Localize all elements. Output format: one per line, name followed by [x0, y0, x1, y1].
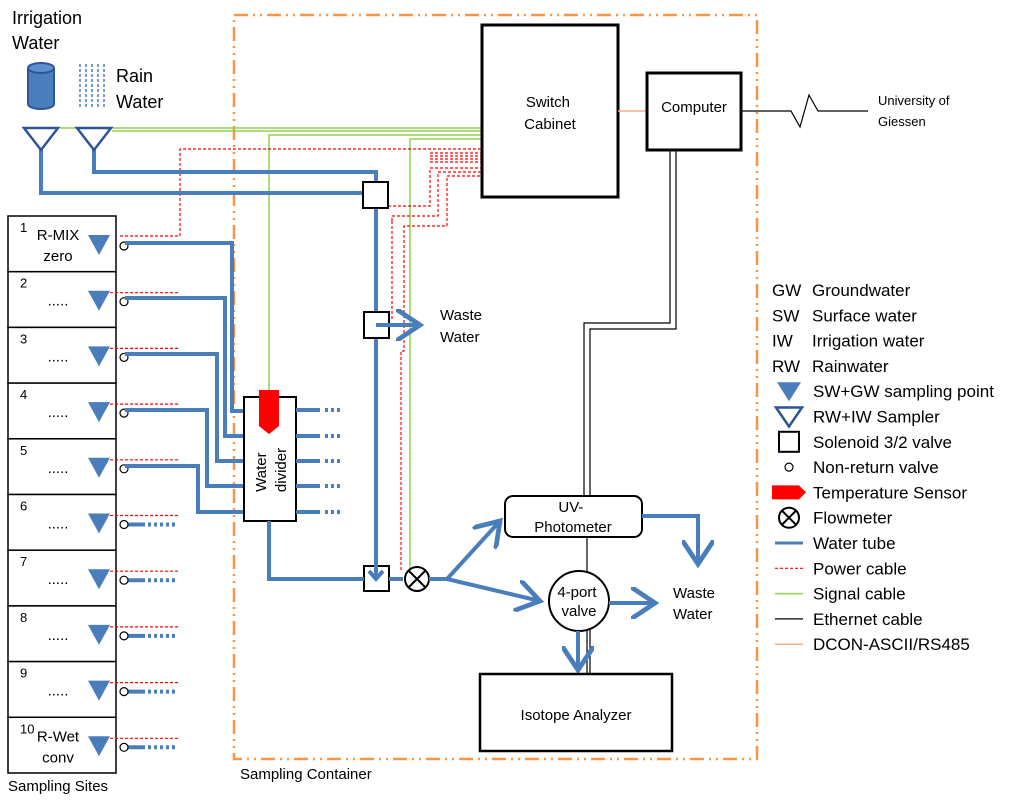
legend-label: Solenoid 3/2 valve	[813, 433, 952, 452]
sampling-site-label: .....	[48, 348, 69, 365]
legend-abbr-text: Irrigation water	[812, 332, 925, 351]
open-triangle-icon	[773, 406, 805, 429]
non-return-valve-icon	[119, 631, 129, 641]
sampling-container-caption: Sampling Container	[240, 766, 372, 783]
sampling-point-icon	[88, 513, 110, 534]
irrigation-water-label: Irrigation Water	[12, 8, 87, 53]
sampling-site[interactable]: 3.....	[7, 326, 180, 384]
sampling-container-border	[232, 13, 759, 761]
sampling-site-label: .....	[48, 404, 69, 421]
rain-icon	[79, 64, 105, 108]
switch-cabinet[interactable]	[480, 23, 620, 199]
university-label: University of Giessen	[878, 93, 953, 129]
sampling-site-label: .....	[48, 571, 69, 588]
legend-label: Non-return valve	[813, 458, 939, 477]
legend-abbr-text: Groundwater	[812, 281, 911, 300]
sampling-point-icon	[88, 569, 110, 590]
non-return-valve-icon	[119, 519, 129, 530]
sampling-site[interactable]: 2.....	[7, 270, 180, 329]
rain-sampler-icon	[74, 126, 114, 153]
sampling-site-number: 10	[20, 721, 34, 736]
circle-x-icon	[778, 506, 800, 529]
sampling-point-icon	[88, 290, 110, 311]
sampling-site-label: .....	[48, 293, 69, 310]
solenoid-valve-1[interactable]	[362, 181, 389, 209]
sampling-site[interactable]: 8.....	[7, 605, 180, 663]
legend-abbr-text: Surface water	[812, 306, 917, 325]
sampling-site-label: .....	[48, 516, 69, 533]
sampling-site-label: .....	[48, 460, 69, 477]
legend-abbr: RW	[772, 357, 800, 376]
legend-abbr: SW	[772, 306, 799, 325]
temperature-sensor-icon	[259, 390, 279, 434]
square-icon	[778, 430, 800, 453]
legend-abbr: IW	[772, 332, 793, 351]
sampling-point-icon	[88, 402, 110, 423]
legend-label: Power cable	[813, 559, 907, 578]
sampling-site[interactable]: 4.....	[7, 382, 180, 440]
sampling-site-number: 4	[20, 387, 27, 402]
irrigation-water-tank-icon	[27, 62, 55, 110]
isotope-analyzer[interactable]	[478, 672, 674, 753]
legend-abbr-text: Rainwater	[812, 357, 889, 376]
small-circle-icon	[784, 462, 794, 472]
water-divider-outputs	[296, 408, 340, 514]
legend-label: Temperature Sensor	[813, 483, 967, 502]
sampling-point-icon	[88, 346, 110, 367]
sampling-site[interactable]: 9.....	[7, 660, 180, 719]
red-pentagon-icon	[772, 485, 806, 500]
sampling-point-icon	[88, 235, 110, 255]
rain-water-label: Rain Water	[116, 66, 163, 112]
sampling-point-icon	[88, 736, 110, 757]
sampling-sites-caption: Sampling Sites	[8, 778, 108, 795]
legend-abbr: GW	[772, 281, 801, 300]
non-return-valve-icon	[119, 575, 129, 585]
legend-label: Water tube	[813, 534, 896, 553]
sampling-point-icon	[88, 624, 110, 645]
four-port-valve[interactable]	[548, 570, 610, 632]
waste-water-label-1: Waste Water	[440, 307, 486, 346]
irrigation-sampler-icon	[21, 126, 61, 153]
legend-label: Ethernet cable	[813, 610, 923, 629]
legend-label: RW+IW Sampler	[813, 408, 940, 427]
four-port-valve-label: 4-port valve	[557, 584, 600, 620]
legend-label: Flowmeter	[813, 509, 893, 528]
sampling-site-number: 1	[20, 220, 27, 235]
waste-water-label-2: Waste Water	[673, 585, 719, 623]
filled-triangle-icon	[777, 382, 801, 402]
computer-label: Computer	[661, 99, 727, 116]
switch-cabinet-label: Switch Cabinet	[524, 94, 577, 133]
non-return-valve-icon	[119, 742, 129, 752]
sampling-site-number: 2	[20, 276, 27, 291]
sampling-site-number: 3	[20, 331, 27, 346]
sampling-site-number: 9	[20, 666, 27, 681]
sampling-point-icon	[88, 457, 110, 478]
sampling-site-number: 7	[20, 554, 27, 569]
water-divider-label: Water divider	[253, 448, 290, 492]
sampling-site-label: .....	[48, 627, 69, 644]
sampling-site[interactable]: 6.....	[7, 493, 180, 551]
sampling-site[interactable]: 5.....	[7, 438, 180, 496]
isotope-analyzer-label: Isotope Analyzer	[521, 707, 632, 724]
sampling-site-number: 5	[20, 443, 27, 458]
uv-photometer-label: UV- Photometer	[534, 499, 612, 536]
legend-label: Signal cable	[813, 585, 906, 604]
sampling-site-number: 8	[20, 610, 27, 625]
legend-label: DCON-ASCII/RS485	[813, 635, 970, 654]
sampling-site-label: .....	[48, 683, 69, 700]
legend-label: SW+GW sampling point	[813, 382, 994, 401]
sampling-point-icon	[88, 680, 110, 701]
non-return-valve-icon	[119, 686, 129, 697]
sampling-site[interactable]: 7.....	[7, 549, 180, 607]
sampling-site-number: 6	[20, 499, 27, 514]
internet-link	[741, 93, 868, 129]
flowmeter[interactable]	[404, 566, 430, 592]
